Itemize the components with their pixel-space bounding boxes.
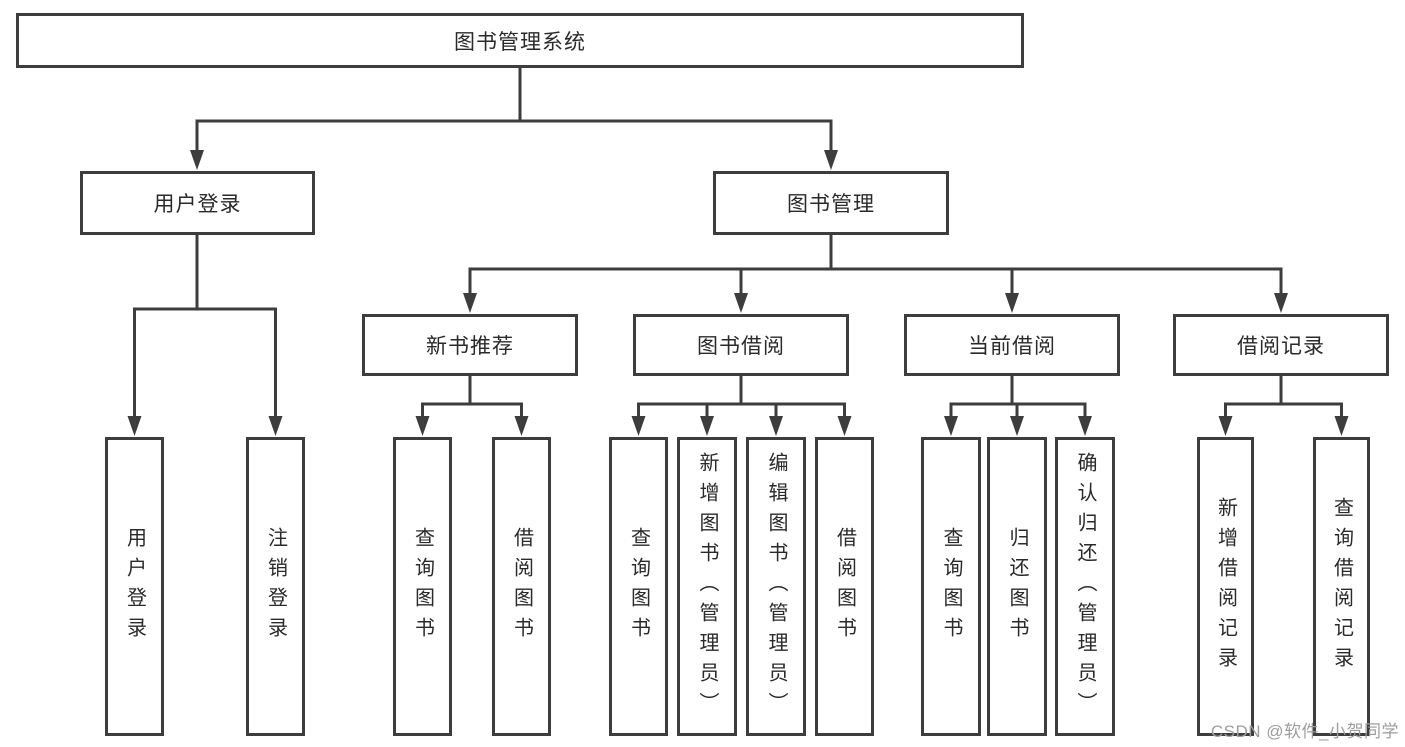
leaf-query-borrow-record: 查询借阅记录 [1313, 437, 1370, 736]
leaf-label: 查询图书 [627, 526, 650, 647]
leaf-query-books: 查询图书 [393, 437, 452, 736]
leaf-label: 新增图书（管理员） [696, 451, 718, 722]
leaf-add-borrow-record: 新增借阅记录 [1197, 437, 1254, 736]
node-book-management: 图书管理 [713, 171, 949, 235]
node-new-book-recommend: 新书推荐 [362, 314, 578, 376]
leaf-user-login: 用户登录 [105, 437, 164, 736]
node-user-login: 用户登录 [80, 171, 315, 235]
leaf-label: 查询图书 [411, 526, 434, 647]
node-current-borrowing: 当前借阅 [904, 314, 1120, 376]
csdn-watermark: CSDN @软件_小贺同学 [1210, 722, 1399, 741]
leaf-label: 借阅图书 [833, 526, 856, 647]
leaf-add-books-admin: 新增图书（管理员） [677, 437, 737, 736]
leaf-borrow-books: 借阅图书 [492, 437, 551, 736]
leaf-borrow-books: 借阅图书 [815, 437, 874, 736]
leaf-label: 借阅图书 [510, 526, 533, 647]
node-borrowing-records: 借阅记录 [1173, 314, 1389, 376]
leaf-label: 注销登录 [264, 526, 287, 647]
leaf-return-books: 归还图书 [987, 437, 1047, 736]
leaf-label: 查询图书 [940, 526, 962, 647]
node-label: 用户登录 [153, 193, 242, 216]
leaf-edit-books-admin: 编辑图书（管理员） [746, 437, 806, 736]
leaf-label: 查询借阅记录 [1330, 496, 1353, 677]
leaf-label: 编辑图书（管理员） [765, 451, 787, 722]
leaf-logout: 注销登录 [246, 437, 305, 736]
node-book-borrowing: 图书借阅 [633, 314, 849, 376]
leaf-query-books: 查询图书 [609, 437, 668, 736]
node-label: 借阅记录 [1237, 335, 1325, 358]
leaf-confirm-return-admin: 确认归还（管理员） [1055, 437, 1115, 736]
leaf-label: 新增借阅记录 [1214, 496, 1237, 677]
node-label: 图书管理 [787, 193, 875, 216]
node-label: 图书管理系统 [454, 30, 586, 54]
node-label: 图书借阅 [697, 335, 785, 358]
leaf-label: 用户登录 [123, 526, 146, 647]
node-label: 新书推荐 [426, 335, 514, 358]
node-label: 当前借阅 [968, 335, 1056, 358]
leaf-label: 归还图书 [1006, 526, 1028, 647]
leaf-query-books: 查询图书 [921, 437, 981, 736]
node-library-system: 图书管理系统 [16, 13, 1024, 68]
leaf-label: 确认归还（管理员） [1074, 451, 1096, 722]
